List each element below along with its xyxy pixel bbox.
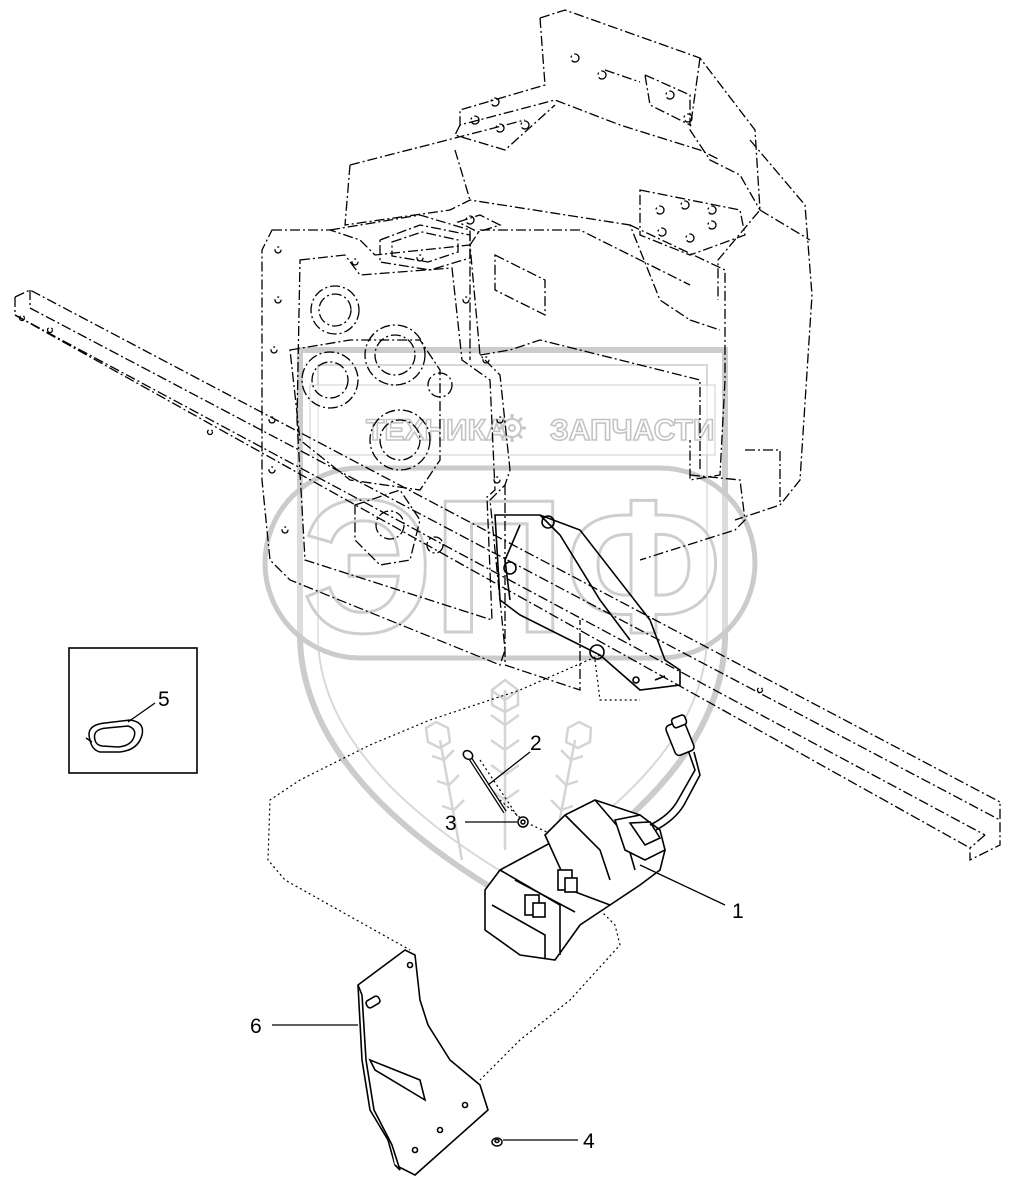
leader-5 bbox=[127, 702, 156, 723]
leader-1 bbox=[639, 864, 726, 906]
bolt-head bbox=[589, 644, 605, 660]
part-6-bracket bbox=[357, 949, 489, 1176]
watermark-logo: ТЕХНИКА ЗАПЧАСТИ ЭПФ bbox=[262, 347, 758, 904]
callout-2: 2 bbox=[530, 732, 542, 755]
watermark-text-right: ЗАПЧАСТИ bbox=[550, 414, 714, 447]
part-1-motor bbox=[484, 714, 701, 961]
callout-1: 1 bbox=[732, 900, 744, 923]
explosion-lines bbox=[267, 654, 640, 1081]
housing-bracket bbox=[494, 514, 681, 691]
bolt-head bbox=[541, 515, 555, 529]
callout-leaders bbox=[127, 702, 726, 1141]
callout-4: 4 bbox=[583, 1130, 595, 1153]
part-2-bolt bbox=[462, 749, 507, 814]
watermark-logo-letters: ЭПФ bbox=[302, 461, 722, 673]
inset-box-part-5 bbox=[68, 647, 198, 774]
part-4-nut bbox=[491, 1137, 503, 1147]
watermark-text-left: ТЕХНИКА bbox=[366, 414, 508, 447]
transmission-housing bbox=[261, 9, 813, 691]
part-5-seal-ring bbox=[85, 719, 144, 753]
callout-6: 6 bbox=[250, 1015, 262, 1038]
callout-5: 5 bbox=[158, 688, 170, 711]
callout-labels: 1 2 3 4 5 6 bbox=[158, 688, 744, 1153]
leader-2 bbox=[487, 751, 531, 786]
wheat-icon bbox=[424, 678, 593, 861]
callout-3: 3 bbox=[445, 812, 457, 835]
bolt-head bbox=[503, 561, 517, 575]
part-3-washer bbox=[517, 816, 529, 828]
